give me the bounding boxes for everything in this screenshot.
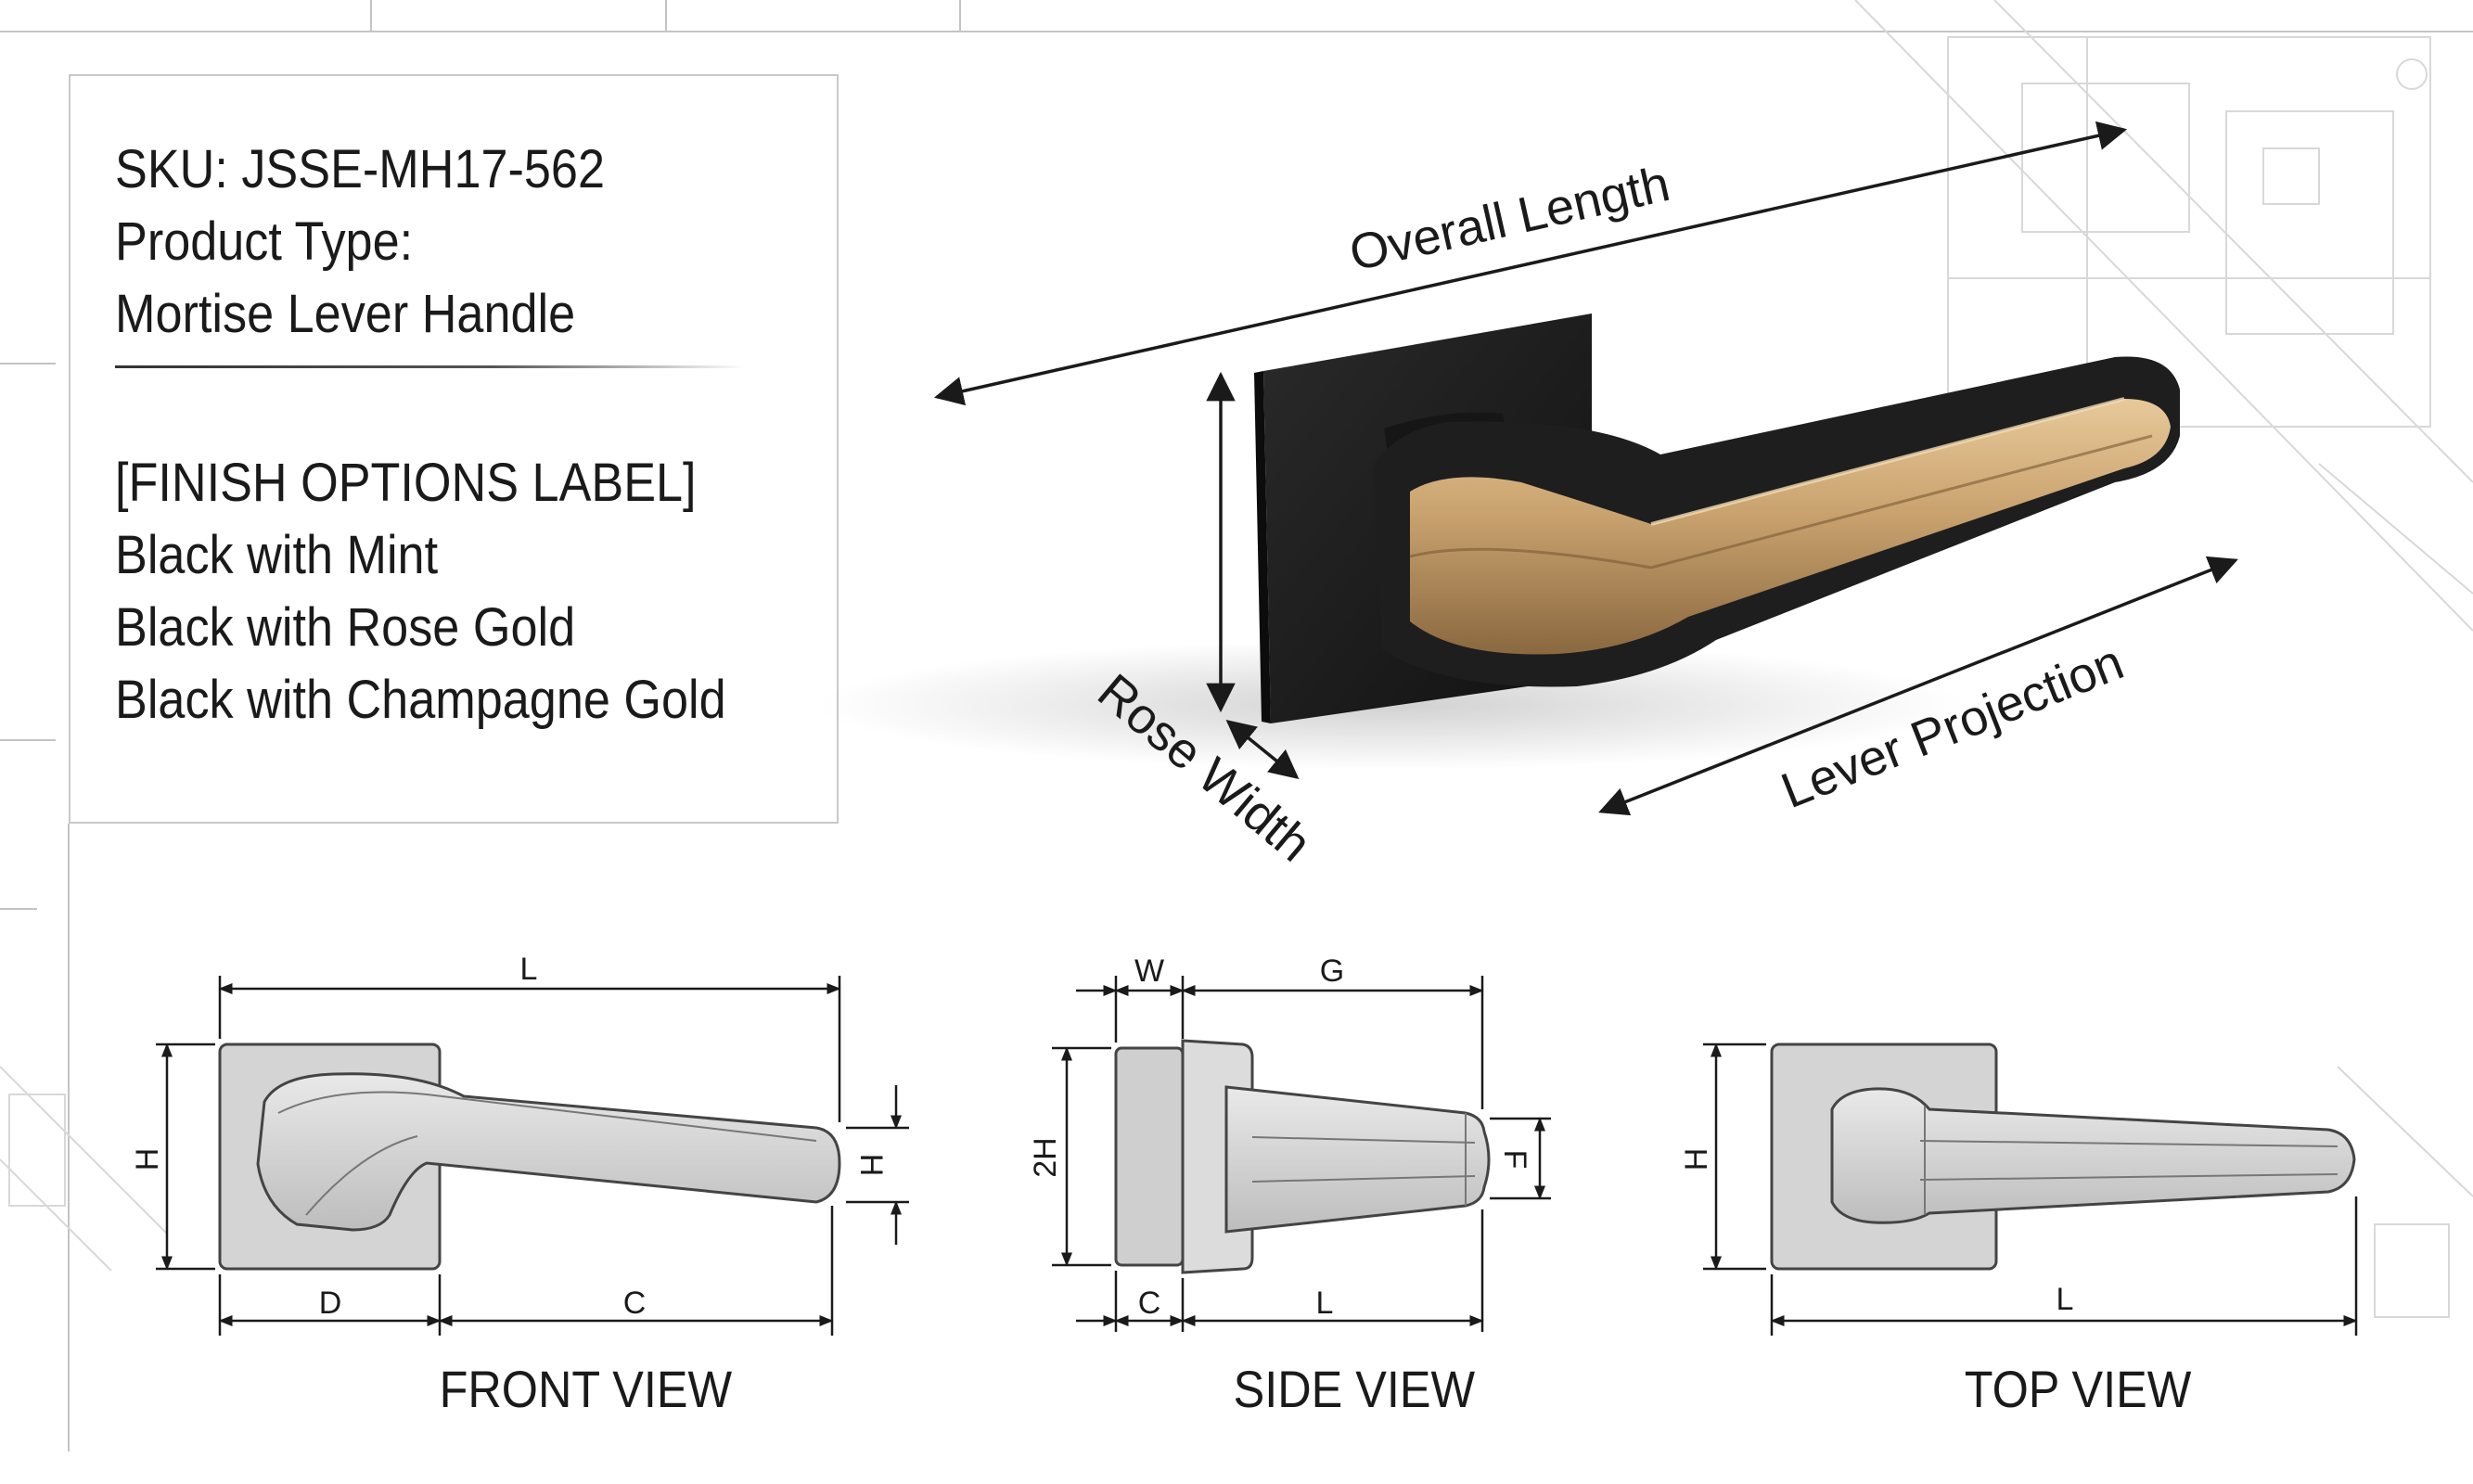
overall-length-label: Overall Length [1344, 156, 1674, 282]
rose-width-arrow [1225, 720, 1300, 779]
front-dim-l: L [520, 952, 538, 987]
info-divider [115, 365, 746, 368]
side-dim-l: L [1316, 1286, 1334, 1321]
top-view-label: TOP VIEW [1964, 1360, 2192, 1418]
side-dim-c: C [1138, 1286, 1161, 1321]
side-view-dimensions [1052, 976, 1551, 1332]
top-view-dimensions [1703, 1043, 2358, 1336]
front-dim-c: C [623, 1286, 647, 1321]
product-type-value: Mortise Lever Handle [115, 284, 576, 344]
callout-arrows [933, 121, 2238, 816]
overall-length-arrow [933, 121, 2128, 406]
side-dim-f: F [1497, 1150, 1532, 1170]
top-dim-l: L [2057, 1282, 2074, 1317]
side-view-drawing [1114, 1039, 1491, 1274]
handle-render [816, 313, 2180, 770]
front-dim-h-left: H [130, 1148, 165, 1171]
front-dim-d: D [319, 1286, 342, 1321]
top-view-drawing [1770, 1043, 2356, 1271]
side-dim-2h: 2H [1028, 1137, 1063, 1177]
front-dim-h-right: H [853, 1154, 889, 1177]
side-dim-w: W [1134, 953, 1164, 989]
front-lever [256, 1072, 841, 1232]
finish-option-2: Black with Rose Gold [115, 597, 576, 658]
side-lever [1224, 1085, 1491, 1234]
top-lever [1830, 1087, 2356, 1224]
side-dim-g: G [1320, 953, 1344, 989]
top-dim-h: H [1679, 1148, 1714, 1171]
side-rose [1114, 1046, 1185, 1267]
side-view-label: SIDE VIEW [1233, 1360, 1476, 1418]
front-view-label: FRONT VIEW [439, 1360, 733, 1418]
product-type-label: Product Type: [115, 211, 414, 272]
lever-projection-arrow [1598, 556, 2238, 816]
front-view-drawing [218, 1043, 841, 1271]
finish-option-1: Black with Mint [115, 525, 439, 585]
product-info-panel: SKU: JSSE-MH17-562 Product Type: Mortise… [69, 74, 839, 824]
finish-option-3: Black with Champagne Gold [115, 670, 726, 730]
finish-options-label: [FINISH OPTIONS LABEL] [115, 453, 697, 513]
sku-text: SKU: JSSE-MH17-562 [115, 139, 605, 199]
front-view-dimensions [156, 976, 909, 1336]
